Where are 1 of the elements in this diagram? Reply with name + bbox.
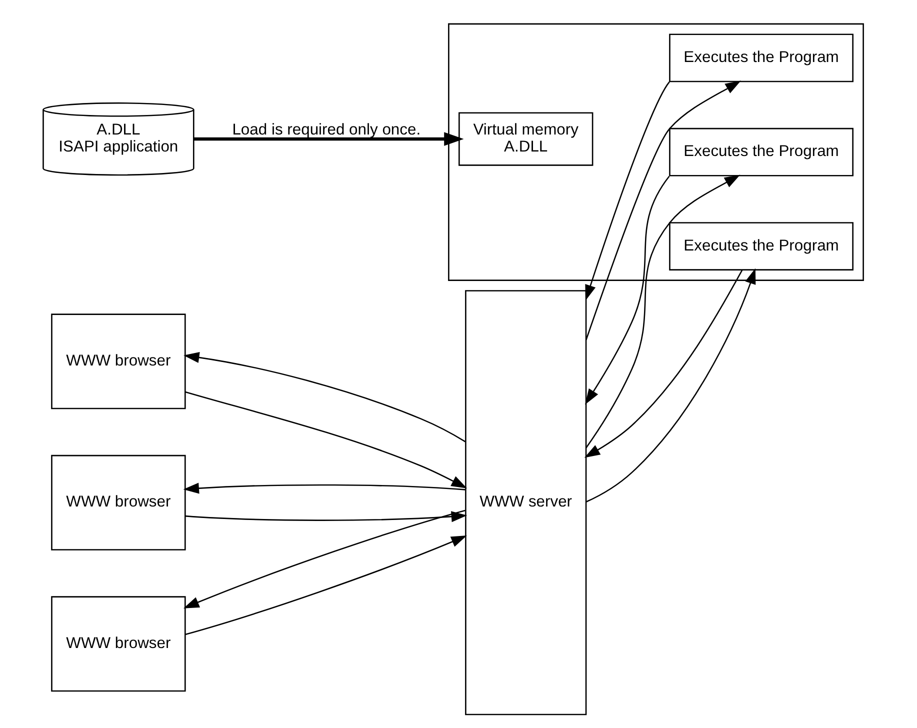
edge-label: Load is required only once. [232, 122, 421, 139]
